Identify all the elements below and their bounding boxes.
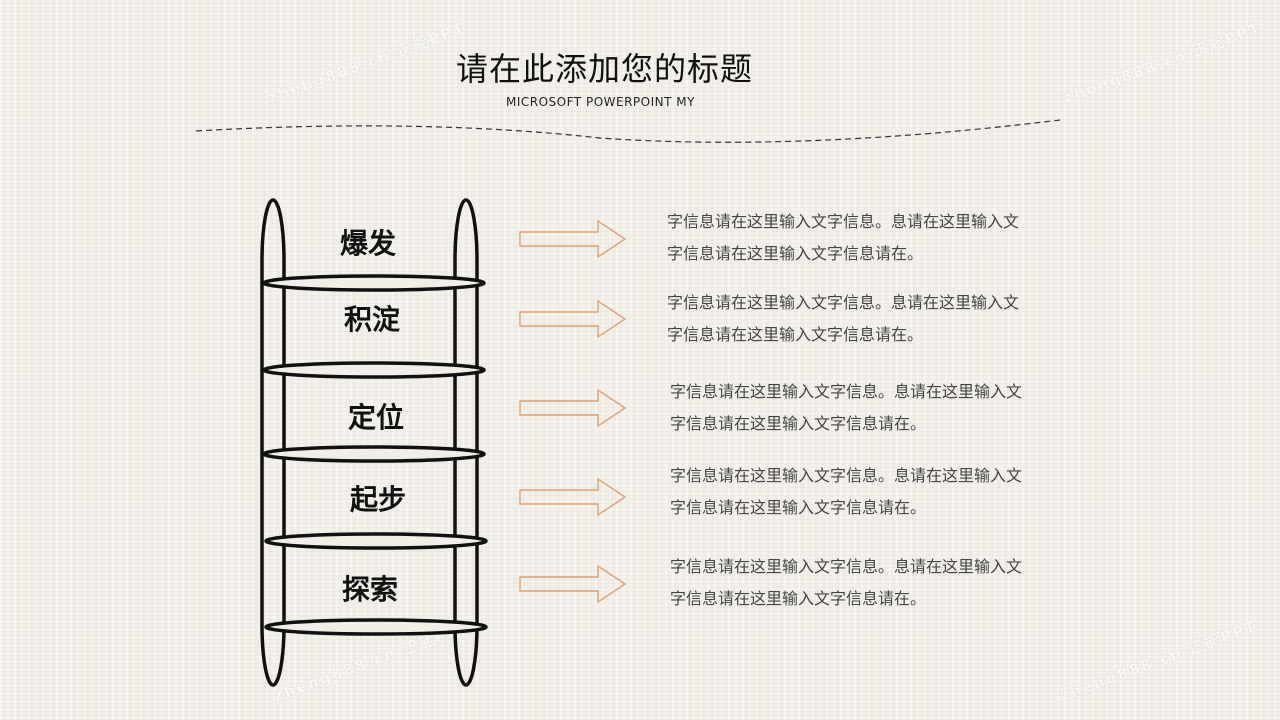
arrow-right-icon [519, 299, 627, 339]
description-line: 字信息请在这里输入文字信息请在。 [667, 244, 924, 263]
step-label-1[interactable]: 爆发 [340, 227, 397, 260]
step-description-3[interactable]: 字信息请在这里输入文字信息。息请在这里输入文 字信息请在这里输入文字信息请在。 [670, 376, 1070, 440]
description-line: 字信息请在这里输入文字信息。息请在这里输入文 [667, 293, 1020, 312]
description-line: 字信息请在这里输入文字信息。息请在这里输入文 [667, 212, 1020, 231]
slide-subtitle[interactable]: MICROSOFT POWERPOINT MY [506, 95, 695, 109]
step-description-5[interactable]: 字信息请在这里输入文字信息。息请在这里输入文 字信息请在这里输入文字信息请在。 [670, 551, 1070, 615]
step-description-2[interactable]: 字信息请在这里输入文字信息。息请在这里输入文 字信息请在这里输入文字信息请在。 [667, 287, 1067, 351]
arrow-right-icon [519, 477, 627, 517]
step-description-1[interactable]: 字信息请在这里输入文字信息。息请在这里输入文 字信息请在这里输入文字信息请在。 [667, 206, 1067, 270]
description-line: 字信息请在这里输入文字信息请在。 [670, 589, 927, 608]
description-line: 字信息请在这里输入文字信息。息请在这里输入文 [670, 466, 1023, 485]
step-label-5[interactable]: 探索 [342, 573, 399, 606]
description-line: 字信息请在这里输入文字信息请在。 [667, 325, 924, 344]
description-line: 字信息请在这里输入文字信息。息请在这里输入文 [670, 382, 1023, 401]
ladder-icon [260, 198, 488, 687]
step-label-4[interactable]: 起步 [350, 483, 407, 516]
arrow-right-icon [519, 219, 627, 259]
step-label-3[interactable]: 定位 [348, 401, 405, 434]
description-line: 字信息请在这里输入文字信息请在。 [670, 498, 927, 517]
description-line: 字信息请在这里输入文字信息请在。 [670, 414, 927, 433]
step-description-4[interactable]: 字信息请在这里输入文字信息。息请在这里输入文 字信息请在这里输入文字信息请在。 [670, 460, 1070, 524]
dashed-divider [195, 119, 1061, 143]
arrow-right-icon [519, 388, 627, 428]
slide-title[interactable]: 请在此添加您的标题 [456, 50, 754, 88]
arrow-right-icon [519, 564, 627, 604]
description-line: 字信息请在这里输入文字信息。息请在这里输入文 [670, 557, 1023, 576]
watermark: zheng888.cn 正能PPT [1057, 616, 1260, 706]
step-label-2[interactable]: 积淀 [344, 303, 401, 336]
